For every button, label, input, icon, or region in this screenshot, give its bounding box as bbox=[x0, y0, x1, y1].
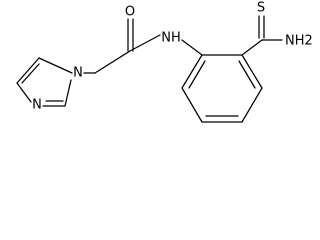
atom-label-amide-nh: NH bbox=[161, 31, 181, 46]
bond-benzene-3 bbox=[241, 87, 263, 123]
bond-benzene-6-inner bbox=[188, 60, 206, 89]
bond-nh-ring bbox=[181, 39, 203, 56]
bond-benzene-2-inner bbox=[238, 60, 256, 89]
atom-label-carbonyl-o: O bbox=[125, 5, 135, 20]
bond-imidazole-n1-c2 bbox=[38, 57, 73, 74]
bond-ring-thiocarbonyl bbox=[241, 39, 263, 56]
atom-label-n3: N bbox=[32, 98, 42, 113]
bond-imidazole-c2-c3 bbox=[16, 57, 40, 84]
bond-imidazole-c3-n3 bbox=[16, 82, 32, 103]
atom-label-n1: N bbox=[73, 66, 83, 81]
bond-imidazole-c2-c3-inner bbox=[21, 63, 40, 84]
atom-label-thio-s: S bbox=[257, 1, 265, 16]
bond-benzene-6 bbox=[181, 54, 203, 89]
atom-label-amine-nh2: NH2 bbox=[285, 34, 312, 49]
bond-benzene-2 bbox=[241, 54, 263, 89]
bond-ch2-carbonyl bbox=[94, 50, 131, 74]
bond-carbonyl-nh bbox=[129, 34, 161, 52]
molecule-structure: N N O NH S NH2 bbox=[16, 1, 312, 123]
bond-benzene-5 bbox=[181, 87, 203, 123]
bond-imidazole-c4-n1 bbox=[64, 79, 72, 107]
